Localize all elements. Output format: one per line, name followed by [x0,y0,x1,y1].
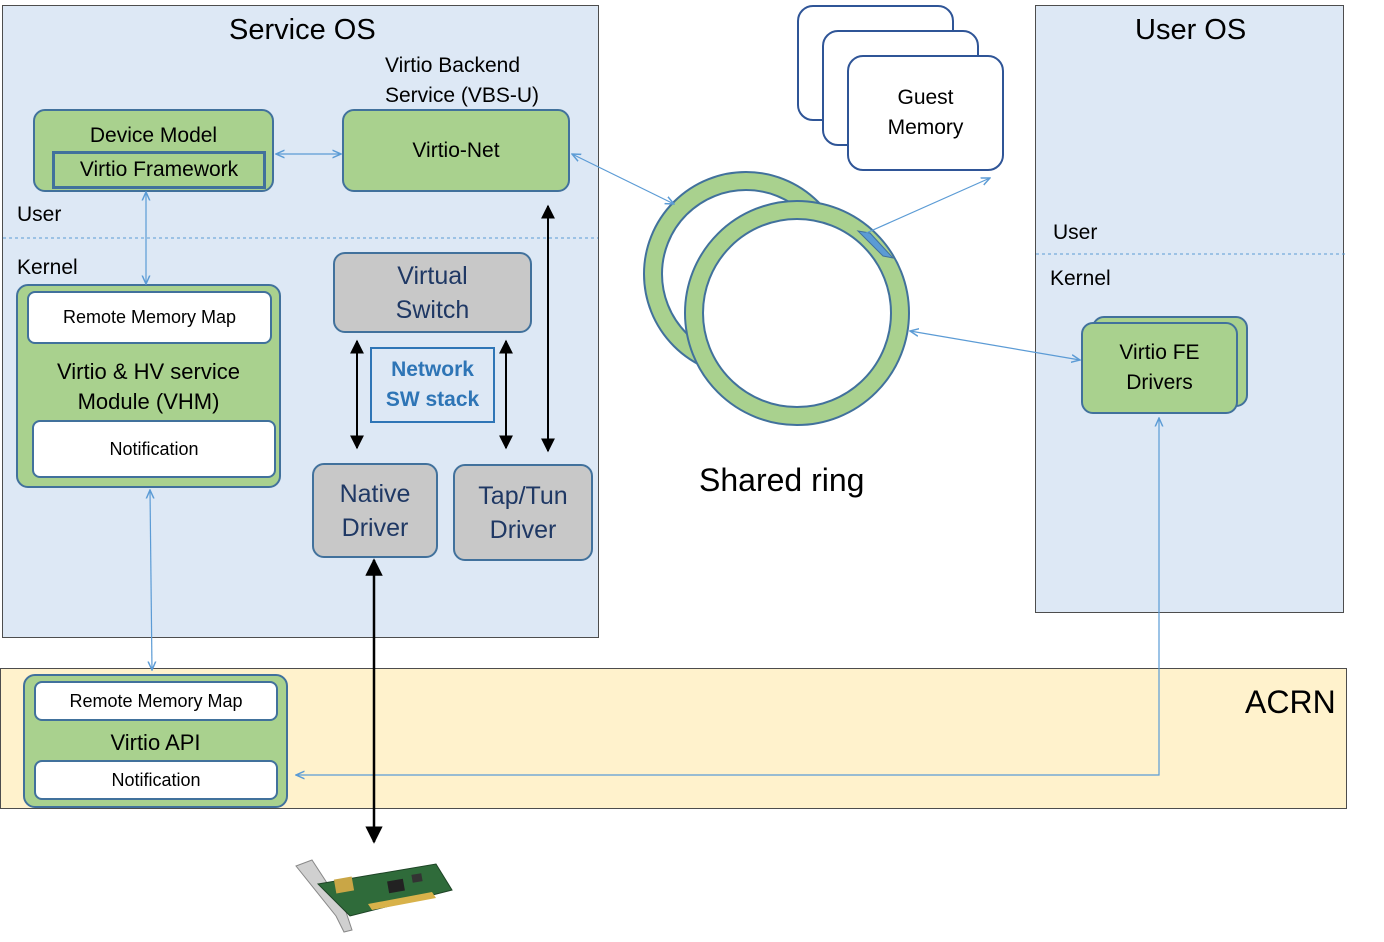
virtio-fe-line1: Virtio FE [1119,341,1200,364]
uos-kernel-label: Kernel [1050,267,1111,290]
virtual-switch-line1: Virtual [397,261,468,290]
vhm-notification-label: Notification [109,438,199,459]
ring-fe-arrow [910,331,1080,360]
ring-guestmemory-arrow [863,178,990,235]
virtio-fe-drivers-box[interactable]: Virtio FE Drivers [1081,322,1238,414]
network-sw-stack-line2: SW stack [385,388,480,411]
virtual-switch-line2: Switch [395,295,470,324]
vhm-notification-box[interactable]: Notification [32,420,276,478]
shared-ring-icon [643,171,910,426]
remote-memory-map-box[interactable]: Remote Memory Map [27,291,272,344]
acrn-remote-memory-map-box[interactable]: Remote Memory Map [34,681,278,721]
virtio-api-label: Virtio API [110,730,201,755]
user-os-title: User OS [1135,14,1247,46]
guest-memory-line1: Guest [897,86,954,109]
network-interface-card-icon [295,859,453,933]
device-model-box[interactable]: Device Model Virtio Framework [33,109,274,192]
fe-virtioapi-arrow [296,418,1159,775]
acrn-title: ACRN [1245,684,1336,720]
service-os-title: Service OS [229,14,376,46]
network-sw-stack-line1: Network [391,358,474,381]
network-sw-stack-box: Network SW stack [370,347,495,423]
acrn-notification-label: Notification [111,769,201,790]
virtual-switch-box[interactable]: Virtual Switch [333,252,532,333]
vhm-virtioapi-arrow [150,490,152,670]
acrn-notification-box[interactable]: Notification [34,760,278,800]
virtio-api-box[interactable]: Remote Memory Map Virtio API Notificatio… [23,674,288,808]
virtio-framework-label: Virtio Framework [79,158,239,181]
device-model-label: Device Model [89,124,218,147]
virtio-fe-line2: Drivers [1126,371,1193,394]
uos-user-label: User [1053,221,1098,244]
guest-memory-box[interactable]: Guest Memory [847,55,1004,171]
vhm-label-line2: Module (VHM) [77,389,220,414]
guest-memory-line2: Memory [887,116,964,139]
vbs-label-line2: Service (VBS-U) [385,84,540,107]
sos-user-label: User [17,203,62,226]
vhm-box[interactable]: Remote Memory Map Virtio & HV service Mo… [16,284,281,488]
vbs-label-line1: Virtio Backend [385,54,521,77]
virtionet-ring-arrow [572,154,674,204]
remote-memory-map-label: Remote Memory Map [62,307,237,327]
acrn-remote-memory-map-label: Remote Memory Map [69,690,243,711]
virtio-framework-box[interactable]: Virtio Framework [52,151,266,189]
sos-kernel-label: Kernel [17,256,78,279]
virtio-net-box[interactable]: Virtio-Net [342,109,570,192]
virtio-net-label: Virtio-Net [412,138,500,162]
vhm-label-line1: Virtio & HV service [57,359,240,384]
